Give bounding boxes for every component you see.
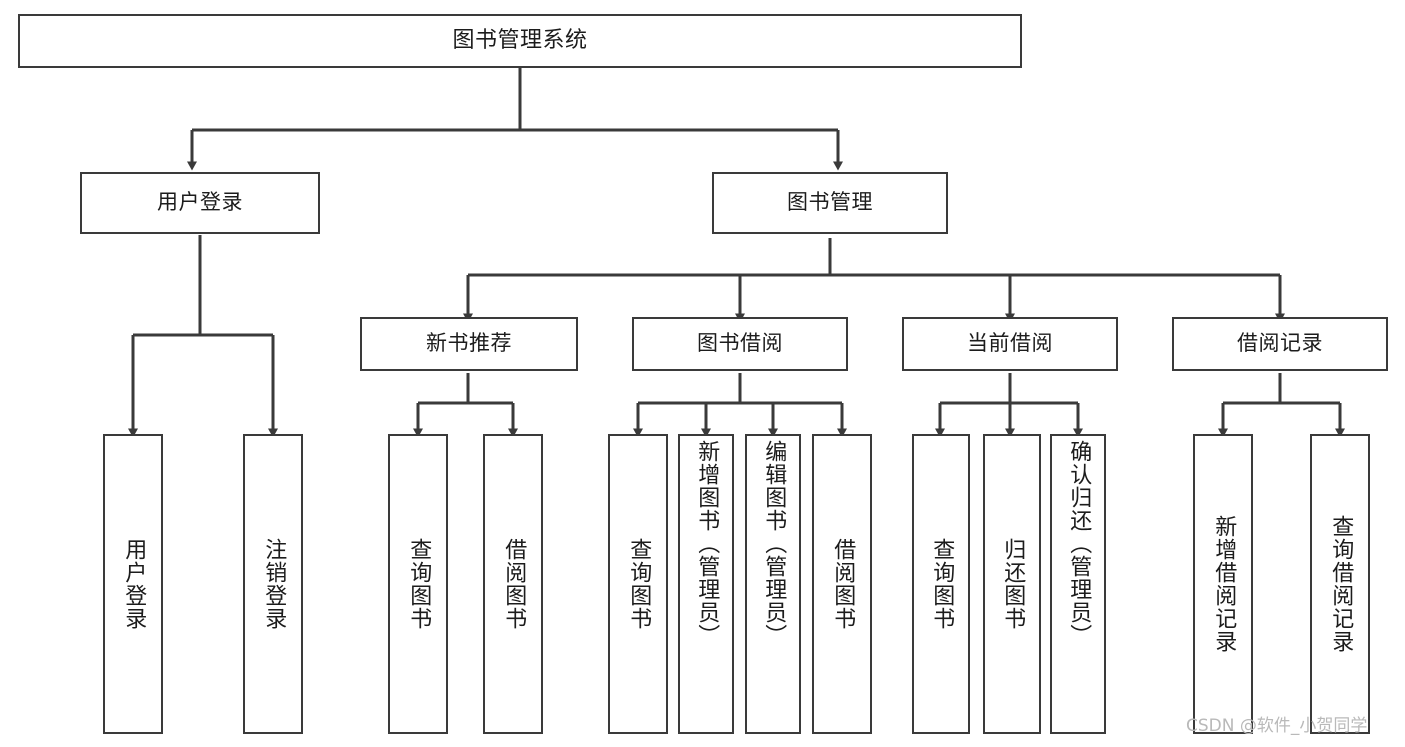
node-label: 用户登录 <box>157 190 243 215</box>
node-label: 借阅图书 <box>501 538 527 630</box>
leaf-current-confirm-return-admin[interactable]: 确认归还（管理员） <box>1050 434 1106 734</box>
leaf-borrow-edit-book-admin[interactable]: 编辑图书（管理员） <box>745 434 801 734</box>
leaf-borrow-borrow-book[interactable]: 借阅图书 <box>812 434 872 734</box>
node-new-book-recommend[interactable]: 新书推荐 <box>360 317 578 371</box>
node-borrow-record[interactable]: 借阅记录 <box>1172 317 1388 371</box>
node-root-system[interactable]: 图书管理系统 <box>18 14 1022 68</box>
node-label: 借阅图书 <box>830 538 856 630</box>
node-label: 新书推荐 <box>426 331 512 356</box>
node-label: 查询图书 <box>929 538 955 630</box>
node-book-borrow[interactable]: 图书借阅 <box>632 317 848 371</box>
leaf-user-login-login[interactable]: 用户登录 <box>103 434 163 734</box>
node-label: 确认归还（管理员） <box>1066 440 1092 647</box>
node-label: 查询图书 <box>626 538 652 630</box>
node-label: 查询图书 <box>406 538 432 630</box>
leaf-borrow-query-book[interactable]: 查询图书 <box>608 434 668 734</box>
leaf-record-add-record[interactable]: 新增借阅记录 <box>1193 434 1253 734</box>
node-user-login[interactable]: 用户登录 <box>80 172 320 234</box>
node-label: 图书管理系统 <box>452 27 588 53</box>
node-label: 归还图书 <box>1000 538 1026 630</box>
node-current-borrow[interactable]: 当前借阅 <box>902 317 1118 371</box>
leaf-current-return-book[interactable]: 归还图书 <box>983 434 1041 734</box>
node-label: 新增图书（管理员） <box>694 440 720 647</box>
leaf-recommend-query-book[interactable]: 查询图书 <box>388 434 448 734</box>
node-label: 编辑图书（管理员） <box>761 440 787 647</box>
node-label: 注销登录 <box>261 538 287 630</box>
leaf-current-query-book[interactable]: 查询图书 <box>912 434 970 734</box>
node-book-management[interactable]: 图书管理 <box>712 172 948 234</box>
leaf-recommend-borrow-book[interactable]: 借阅图书 <box>483 434 543 734</box>
leaf-borrow-add-book-admin[interactable]: 新增图书（管理员） <box>678 434 734 734</box>
leaf-record-query-record[interactable]: 查询借阅记录 <box>1310 434 1370 734</box>
node-label: 图书借阅 <box>697 331 783 356</box>
node-label: 新增借阅记录 <box>1211 515 1237 653</box>
node-label: 用户登录 <box>121 538 147 630</box>
csdn-watermark: CSDN @软件_小贺同学 <box>1186 716 1368 736</box>
node-label: 当前借阅 <box>967 331 1053 356</box>
node-label: 图书管理 <box>787 190 873 215</box>
node-label: 查询借阅记录 <box>1328 515 1354 653</box>
leaf-user-login-logout[interactable]: 注销登录 <box>243 434 303 734</box>
node-label: 借阅记录 <box>1237 331 1323 356</box>
